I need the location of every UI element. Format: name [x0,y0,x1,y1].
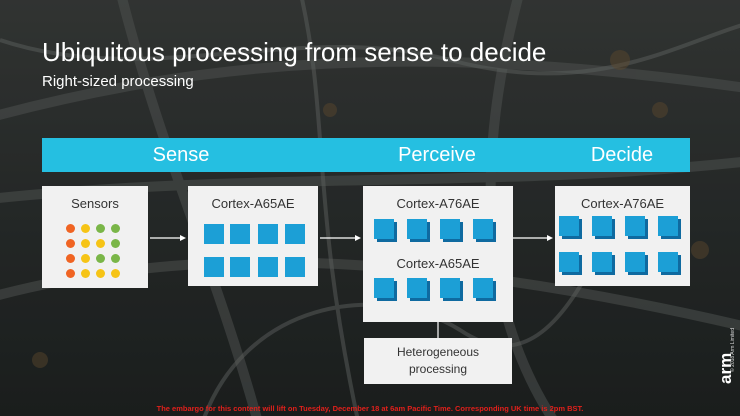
sensor-dot [96,254,105,263]
embargo-notice: The embargo for this content will lift o… [156,404,584,413]
cpu-core-icon [374,219,394,239]
slide-subtitle: Right-sized processing [42,73,194,90]
sensor-dot [111,239,120,248]
sensors-label: Sensors [71,196,119,211]
sensor-dot [81,269,90,278]
cpu-core-icon [285,257,305,277]
stage-perceive: Perceive [398,144,476,166]
cpu-core-icon [407,219,427,239]
cortex-a76ae-perceive-label: Cortex-A76AE [396,196,480,211]
cpu-core-icon [658,252,678,272]
sensor-dot [66,239,75,248]
cortex-a65ae-perceive-label: Cortex-A65AE [396,256,480,271]
cpu-core-icon [592,252,612,272]
cpu-core-icon [592,216,612,236]
cpu-core-icon [473,278,493,298]
cpu-core-icon [559,216,579,236]
sensor-dot [81,224,90,233]
cpu-core-icon [230,224,250,244]
arrows [150,235,553,338]
cortex-a65ae-sense-label: Cortex-A65AE [211,196,295,211]
sensor-dot [96,269,105,278]
sensors-box: Sensors [42,186,148,288]
cpu-core-icon [285,224,305,244]
sensor-dot [96,224,105,233]
heterogeneous-processing-label: Heterogeneous processing [364,344,512,378]
sensor-dot [66,224,75,233]
slide-title: Ubiquitous processing from sense to deci… [42,37,547,67]
cortex-a76ae-decide-label: Cortex-A76AE [580,196,665,211]
cpu-core-icon [625,252,645,272]
sensor-dot [111,224,120,233]
sensor-dot [81,254,90,263]
decide-box: Cortex-A76AE [555,186,690,286]
cpu-core-icon [204,224,224,244]
sensor-dot [111,254,120,263]
stage-sense: Sense [152,144,210,166]
cpu-core-icon [374,278,394,298]
stage-decide: Decide [590,144,654,166]
cpu-core-icon [440,219,460,239]
hetero-line-1: Heterogeneous [396,345,480,359]
sensor-dot [66,269,75,278]
sensor-dot [66,254,75,263]
cpu-core-icon [658,216,678,236]
cpu-core-icon [559,252,579,272]
cortex-a65ae-sense-box: Cortex-A65AE [188,186,318,286]
stage-bar: Sense Perceive Decide [42,138,690,172]
cpu-core-icon [440,278,460,298]
perceive-box: Cortex-A76AE Cortex-A65AE [363,186,513,322]
cpu-core-icon [407,278,427,298]
cpu-core-icon [230,257,250,277]
cpu-core-icon [473,219,493,239]
heterogeneous-processing-box: Heterogeneous processing [364,338,512,384]
cpu-core-icon [258,257,278,277]
sensor-dot [111,269,120,278]
sensor-dot [81,239,90,248]
cpu-core-icon [258,224,278,244]
hetero-line-2: processing [408,362,468,376]
cpu-core-icon [625,216,645,236]
sensor-dot [96,239,105,248]
cpu-core-icon [204,257,224,277]
copyright-notice: © 2018 Arm Limited [730,328,736,372]
